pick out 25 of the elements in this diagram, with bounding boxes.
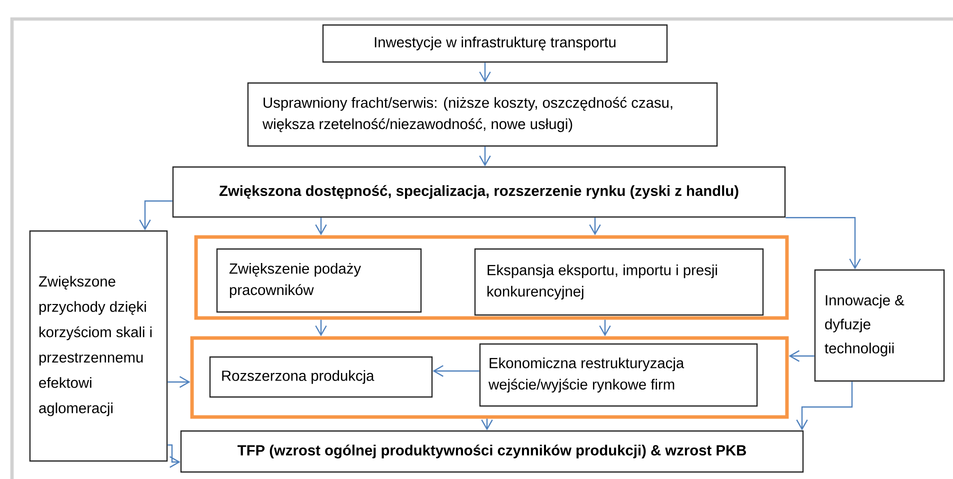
process-box: Zwiększone przychody dzięki korzyściom skali i przestrzennemu efektowi aglomeracji (29, 230, 168, 462)
arrow (796, 382, 853, 430)
group-frame (194, 235, 789, 320)
process-box: Innowacje & dyfuzje technologii (814, 269, 945, 382)
arrow (599, 320, 611, 336)
process-box: TFP (wzrost ogólnej produktywności czynników produkcji) & wzrost PKB (180, 430, 804, 473)
process-box: Ekonomiczna restrukturyzacja wejście/wyjście rynkowe firm (479, 343, 758, 407)
arrow (315, 218, 327, 236)
process-box: Rozszerzona produkcja (209, 356, 433, 398)
group-frame (190, 336, 789, 419)
arrow (786, 217, 861, 270)
arrow (168, 444, 180, 468)
process-box: Zwiększona dostępność, specjalizacja, rozszerzenie rynku (zyski z handlu) (172, 166, 786, 218)
process-box: Zwiększenie podaży pracowników (216, 248, 422, 313)
process-box: Ekspansja eksportu, importu i presji konkurencyjnej (474, 248, 764, 316)
process-box: Inwestycje w infrastrukturę transportu (322, 24, 668, 63)
arrow (432, 365, 480, 377)
arrow (788, 350, 814, 362)
arrow (479, 62, 491, 82)
arrow (168, 376, 190, 388)
arrow (589, 218, 601, 236)
arrow (315, 320, 327, 336)
arrow (479, 146, 491, 166)
process-box: Usprawniony fracht/serwis: (niższe koszty, oszczędność czasu, większa rzetelność/niezawodność, nowe usługi) (247, 82, 718, 147)
arrow (139, 200, 172, 230)
